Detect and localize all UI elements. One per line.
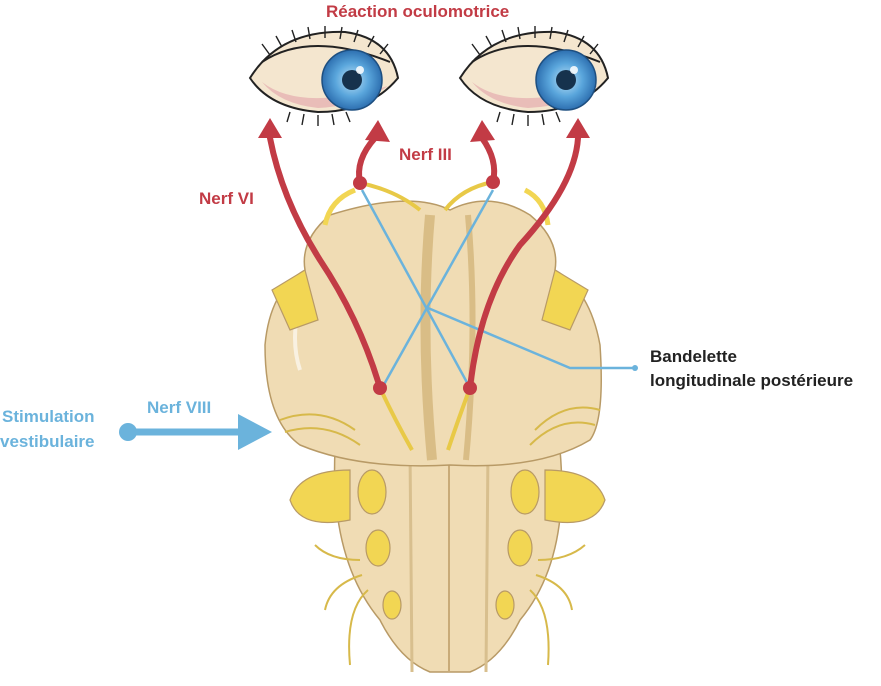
nucleus-iii-right: [486, 175, 500, 189]
nucleus-vi-right: [463, 381, 477, 395]
label-bandelette-line2: longitudinale postérieure: [650, 371, 854, 390]
arrowhead-vi-right: [566, 118, 590, 138]
left-eye: [248, 26, 400, 126]
nucleus-iii-left: [353, 176, 367, 190]
arrowhead-iii-left: [365, 120, 390, 142]
nucleus-vi-left: [373, 381, 387, 395]
arrowheads: [258, 118, 590, 142]
label-stimulation-line2: vestibulaire: [0, 432, 95, 451]
label-nerf-iii: Nerf III: [399, 145, 452, 164]
label-nerf-viii: Nerf VIII: [147, 398, 212, 417]
label-nerf-vi: Nerf VI: [199, 189, 254, 208]
nucleus-dots: [353, 175, 500, 395]
label-stimulation-line1: Stimulation: [2, 407, 95, 426]
medulla: [289, 449, 606, 673]
pons: [264, 187, 602, 467]
nerve-vi-paths: [267, 135, 581, 391]
diagram-title: Réaction oculomotrice: [326, 2, 510, 21]
bandelette-pointer-dot: [632, 365, 638, 371]
label-bandelette-line1: Bandelette: [650, 347, 737, 366]
arrowhead-vi-left: [258, 118, 282, 138]
vestibular-pathways: [360, 189, 635, 389]
stimulation-arrow: [119, 414, 272, 450]
right-eye: [458, 26, 610, 126]
arrowhead-iii-right: [470, 120, 495, 142]
